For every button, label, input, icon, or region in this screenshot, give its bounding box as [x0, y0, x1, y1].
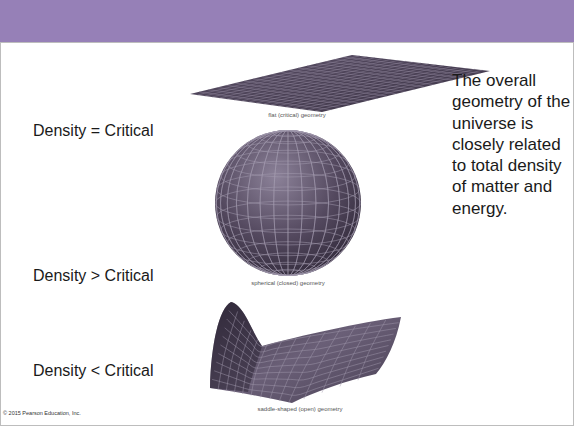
- figure-caption: saddle-shaped (open) geometry: [235, 406, 365, 413]
- longitude-line: [260, 130, 316, 276]
- grid-line: [225, 328, 394, 358]
- longitude-line: [236, 130, 339, 276]
- grid-line: [223, 336, 391, 362]
- longitude-line: [288, 130, 289, 276]
- grid-line: [218, 351, 386, 373]
- density-label: Density = Critical: [33, 121, 183, 140]
- grid-line: [300, 68, 467, 109]
- grid-line: [212, 368, 378, 395]
- figure-caption: spherical (closed) geometry: [228, 280, 348, 287]
- grid-line: [298, 68, 434, 85]
- longitude-line: [247, 130, 328, 276]
- longitude-line: [260, 130, 316, 276]
- grid-line: [218, 311, 238, 389]
- longitude-line: [221, 130, 356, 276]
- grid-line: [234, 330, 251, 392]
- grid-line: [307, 66, 443, 83]
- density-label: Density < Critical: [33, 361, 183, 380]
- grid-line: [316, 64, 453, 80]
- grid-line: [293, 67, 460, 108]
- density-label: Density > Critical: [33, 266, 183, 285]
- saddle-surface: [210, 302, 401, 403]
- sphere: [215, 130, 361, 276]
- slide-border: [1, 43, 574, 426]
- longitude-line: [227, 130, 348, 276]
- grid-line: [214, 363, 381, 388]
- grid-line: [340, 323, 371, 386]
- grid-line: [251, 345, 267, 396]
- grid-line: [334, 59, 471, 75]
- grid-line: [227, 319, 396, 352]
- header-band: [0, 0, 574, 42]
- grid-line: [243, 340, 258, 394]
- sphere-grid: [215, 130, 361, 276]
- longitude-line: [227, 130, 348, 276]
- grid-line: [216, 357, 383, 380]
- grid-line: [285, 67, 451, 107]
- grid-line: [307, 69, 474, 110]
- figure-caption: flat (critical) geometry: [237, 112, 357, 119]
- grid-line: [221, 345, 389, 368]
- grid-line: [325, 62, 462, 78]
- body-text: The overall geometry of the universe is …: [452, 70, 572, 219]
- grid-line: [343, 57, 481, 73]
- longitude-line: [216, 130, 359, 276]
- longitude-line: [236, 130, 339, 276]
- longitude-line: [274, 130, 302, 276]
- grid-line: [304, 329, 340, 399]
- longitude-line: [247, 130, 328, 276]
- flat-plane: [190, 55, 490, 112]
- grid-line: [261, 342, 282, 398]
- longitude-line: [274, 130, 302, 276]
- grid-line: [229, 311, 399, 347]
- longitude-line: [221, 130, 356, 276]
- grid-line: [358, 320, 386, 380]
- longitude-line: [216, 130, 359, 276]
- copyright-note: © 2015 Pearson Education, Inc.: [3, 410, 163, 417]
- grid-line: [270, 339, 296, 400]
